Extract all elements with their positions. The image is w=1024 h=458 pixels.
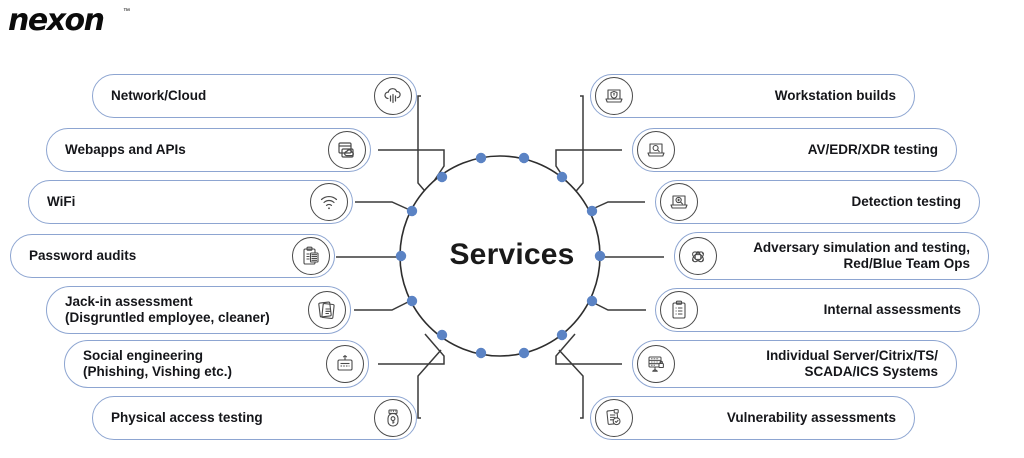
service-label: Jack-in assessment (Disgruntled employee…	[65, 294, 270, 325]
node-dot-12	[586, 205, 598, 217]
service-label: Webapps and APIs	[65, 142, 186, 157]
node-dot-6	[436, 329, 448, 341]
service-label: Internal assessments	[823, 302, 961, 317]
laptop-search-icon	[660, 183, 698, 221]
service-label: Adversary simulation and testing, Red/Bl…	[753, 240, 970, 271]
service-item-network-cloud[interactable]: Network/Cloud	[92, 74, 417, 118]
node-dot-7	[475, 347, 487, 359]
service-label: Detection testing	[851, 194, 961, 209]
node-dot-1	[475, 152, 487, 164]
trademark-symbol: ™	[123, 8, 130, 15]
connector-left-3	[355, 201, 413, 212]
network-jack-cards-icon	[308, 291, 346, 329]
node-dot-4	[395, 250, 407, 262]
id-badge-icon	[326, 345, 364, 383]
connector-right-6	[555, 333, 622, 365]
service-label: Network/Cloud	[111, 88, 207, 103]
service-label: Individual Server/Citrix/TS/ SCADA/ICS S…	[766, 348, 938, 379]
node-dot-8	[518, 347, 530, 359]
connector-left-6	[378, 333, 445, 365]
service-label: Physical access testing	[111, 410, 263, 425]
node-dot-13	[556, 171, 568, 183]
node-dot-2	[436, 171, 448, 183]
node-dot-14	[518, 152, 530, 164]
node-dot-3	[406, 205, 418, 217]
lock-network-icon	[679, 237, 717, 275]
wifi-icon	[310, 183, 348, 221]
service-item-individual-server-systems[interactable]: Individual Server/Citrix/TS/ SCADA/ICS S…	[632, 340, 957, 388]
node-dot-10	[586, 295, 598, 307]
service-item-webapps-apis[interactable]: Webapps and APIs	[46, 128, 371, 172]
node-dot-5	[406, 295, 418, 307]
service-label: Password audits	[29, 248, 137, 263]
laptop-shield-icon	[595, 77, 633, 115]
logo-wordmark: nexon	[8, 3, 105, 38]
service-label: Social engineering (Phishing, Vishing et…	[83, 348, 233, 379]
connector-left-7	[417, 349, 442, 419]
service-item-av-edr-xdr-testing[interactable]: AV/EDR/XDR testing	[632, 128, 957, 172]
hub-node-dots	[395, 152, 606, 359]
cloud-signal-icon	[374, 77, 412, 115]
node-dot-9	[556, 329, 568, 341]
service-item-vulnerability-assessments[interactable]: Vulnerability assessments	[590, 396, 915, 440]
browser-window-cloud-icon	[328, 131, 366, 169]
service-item-social-engineering[interactable]: Social engineering (Phishing, Vishing et…	[64, 340, 369, 388]
connector-right-7	[558, 349, 584, 419]
nexon-logo: nexon ™	[8, 3, 130, 38]
hub-label: Services	[449, 238, 575, 271]
service-label: AV/EDR/XDR testing	[807, 142, 938, 157]
service-label: Vulnerability assessments	[726, 410, 896, 425]
service-item-wifi[interactable]: WiFi	[28, 180, 353, 224]
service-item-jack-in-assessment[interactable]: Jack-in assessment (Disgruntled employee…	[46, 286, 351, 334]
service-item-physical-access-testing[interactable]: Physical access testing	[92, 396, 417, 440]
service-label: Workstation builds	[774, 88, 896, 103]
server-rack-lock-icon	[637, 345, 675, 383]
node-dot-11	[594, 250, 606, 262]
report-check-icon	[595, 399, 633, 437]
connector-left-5	[354, 299, 413, 311]
usb-key-icon	[374, 399, 412, 437]
service-item-password-audits[interactable]: Password audits	[10, 234, 335, 278]
laptop-magnifier-icon	[637, 131, 675, 169]
service-item-detection-testing[interactable]: Detection testing	[655, 180, 980, 224]
service-item-internal-assessments[interactable]: Internal assessments	[655, 288, 980, 332]
service-label: WiFi	[47, 194, 76, 209]
service-item-workstation-builds[interactable]: Workstation builds	[590, 74, 915, 118]
clipboard-list-icon	[292, 237, 330, 275]
clipboard-checklist-icon	[660, 291, 698, 329]
service-item-adversary-simulation[interactable]: Adversary simulation and testing, Red/Bl…	[674, 232, 989, 280]
